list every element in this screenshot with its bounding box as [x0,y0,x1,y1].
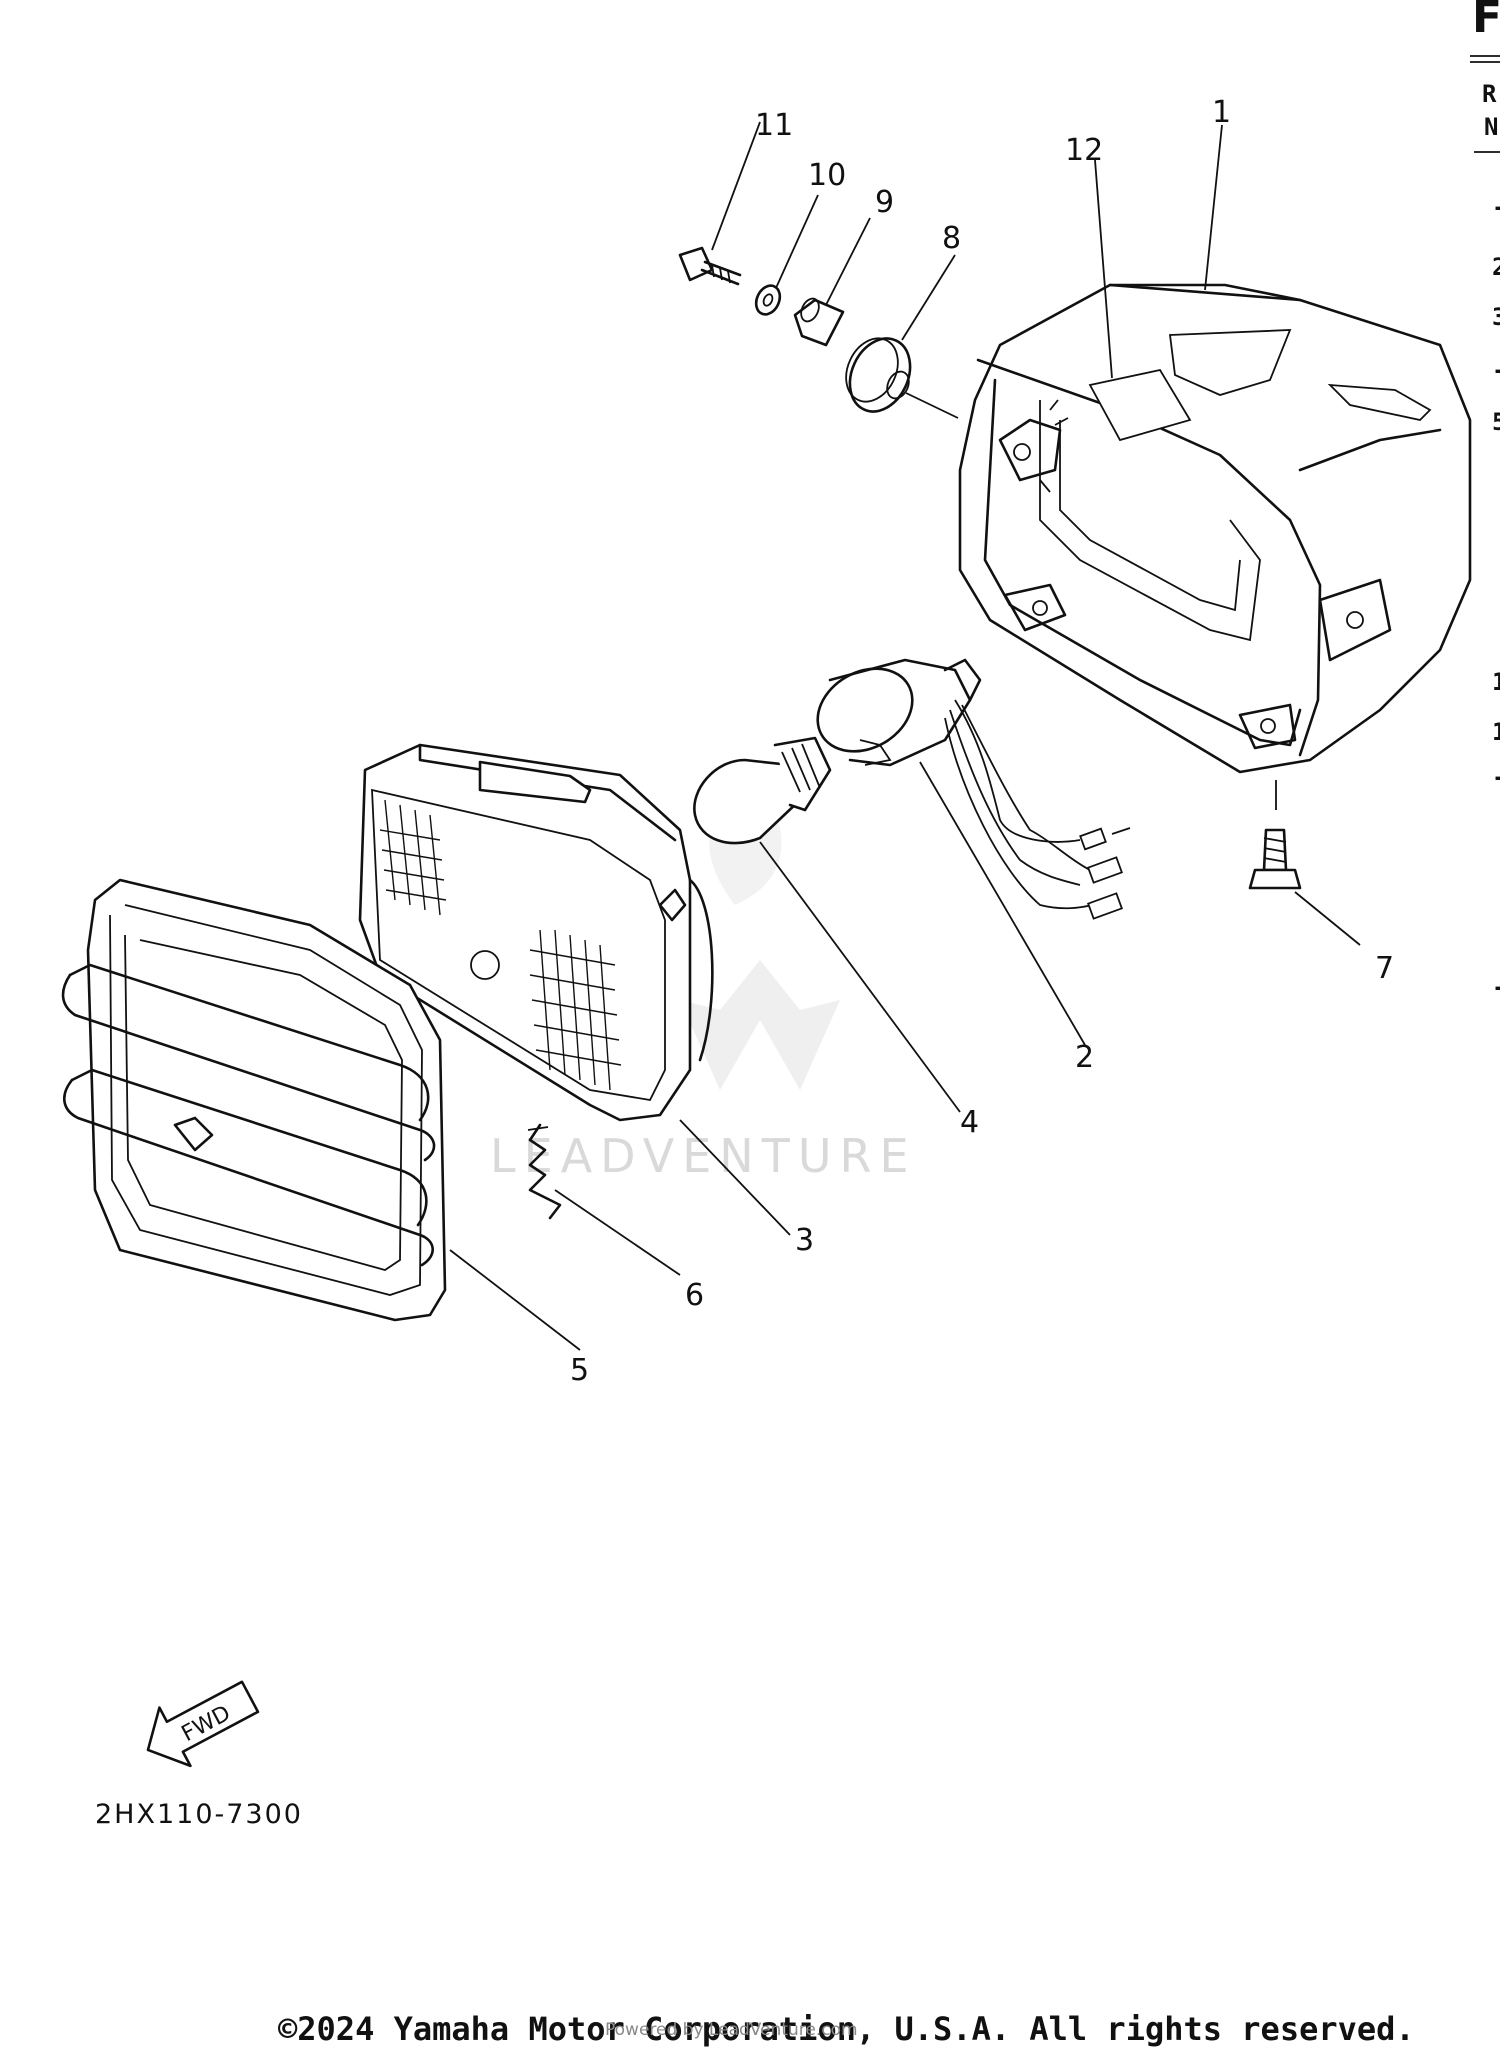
callout-8: 8 [942,221,961,256]
table-header-letter: F [1472,0,1500,43]
headlight-housing [958,283,1472,774]
table-row-glyph: - [1492,356,1500,384]
callout-9: 9 [875,185,894,220]
part-9-collar [793,217,871,347]
part-5-guard-rim [61,878,581,1351]
part-10-washer [754,194,819,316]
watermark-brand: LEADVENTURE [490,1129,917,1183]
table-row-glyph: 5 [1492,408,1500,436]
callout-7: 7 [1375,951,1394,986]
callout-3: 3 [795,1223,814,1258]
cut-off-parts-table: F R N - 2 3 - 5 1 1 - - [1470,0,1500,1001]
part-7-screw [1248,780,1361,946]
table-col-header-1: R [1482,80,1497,108]
callout-2: 2 [1075,1040,1094,1075]
table-row-glyph: - [1492,973,1500,1001]
callout-11: 11 [755,108,793,143]
callout-1: 1 [1212,95,1231,130]
table-row-glyph: 1 [1492,718,1500,746]
table-col-header-2: N [1484,113,1498,141]
fwd-arrow-icon: FWD [146,1680,260,1768]
watermark-footer-overlay: Powered by LeadVenture.com [605,2020,858,2040]
callout-10: 10 [808,158,846,193]
part-2-socket [816,658,1131,1046]
leader-12 [1094,159,1113,379]
callout-5: 5 [570,1353,589,1388]
table-row-glyph: 2 [1492,253,1500,281]
table-row-glyph: - [1492,193,1500,221]
callout-6: 6 [685,1278,704,1313]
callout-4: 4 [960,1105,979,1140]
copyright-footer: ©2024 Yamaha Motor Corporation, U.S.A. A… [278,2010,1415,2048]
callout-12: 12 [1065,133,1103,168]
diagram-code: 2HX110-7300 [95,1799,303,1830]
part-6-spring-clip [527,1123,681,1276]
table-row-glyph: 1 [1492,668,1500,696]
table-row-glyph: - [1492,763,1500,791]
part-8-grommet [845,254,959,419]
leader-1 [1204,124,1223,291]
part-4-bulb [693,736,961,1113]
part-11-bolt [678,121,761,286]
table-row-glyph: 3 [1492,303,1500,331]
